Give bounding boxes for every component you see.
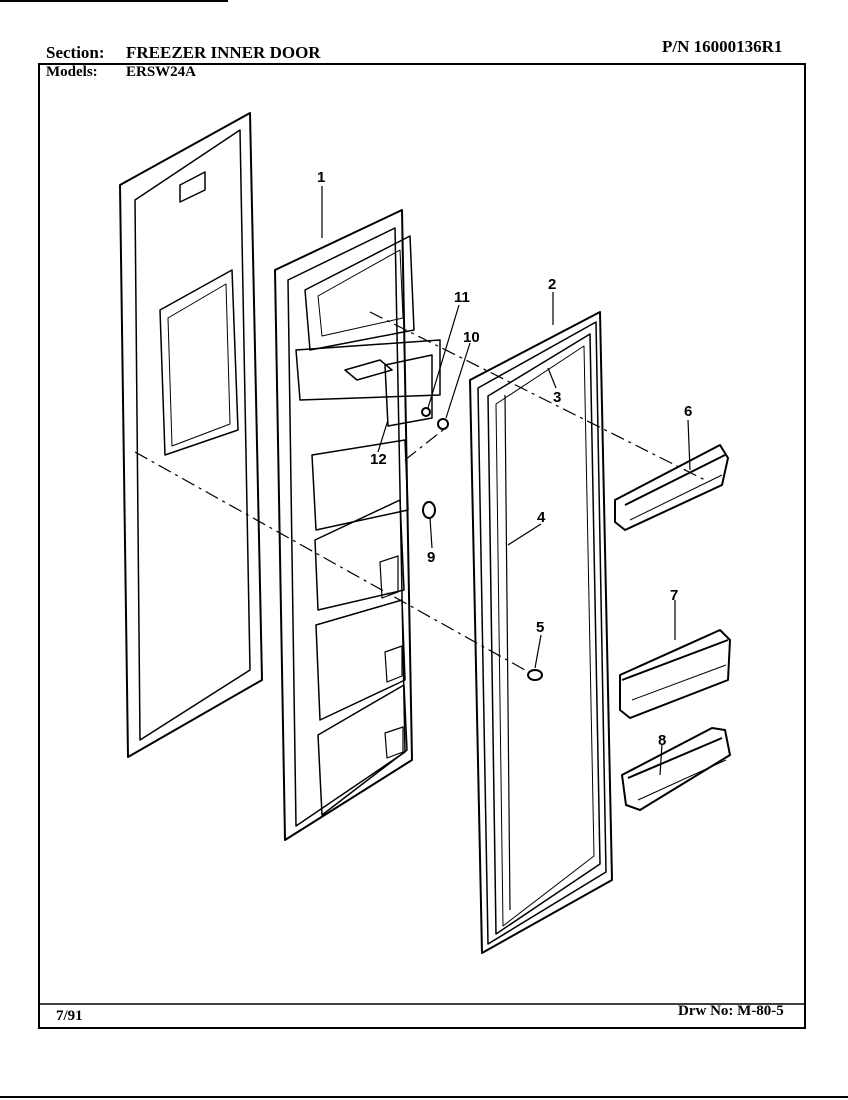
leader-lines: [321, 186, 691, 776]
door-bin-7: [619, 629, 731, 719]
callout-2: 2: [548, 276, 556, 293]
door-bin-8: [621, 727, 731, 811]
section-value: FREEZER INNER DOOR: [126, 43, 321, 62]
callout-5: 5: [536, 619, 544, 636]
alignment-lines: [134, 311, 706, 671]
callout-3: 3: [553, 389, 561, 406]
diagram-frame: [38, 63, 806, 1029]
callout-4: 4: [537, 509, 546, 526]
inner-door-liner: [274, 209, 441, 841]
part-number: P/N 16000136R1: [662, 37, 783, 56]
callout-1: 1: [317, 169, 325, 186]
door-bin-6: [614, 444, 729, 531]
small-parts: [421, 407, 543, 681]
models-label: Models:: [46, 64, 98, 80]
callout-9: 9: [427, 549, 435, 566]
outer-door-panel: [119, 112, 263, 758]
models-value: ERSW24A: [126, 64, 197, 80]
bottom-rule: [0, 1096, 848, 1098]
section-label: Section:: [46, 43, 105, 62]
part-9: [422, 501, 436, 519]
callout-8: 8: [658, 732, 666, 749]
callout-12: 12: [370, 451, 387, 468]
callout-6: 6: [684, 403, 692, 420]
part-5: [527, 669, 543, 681]
callout-11: 11: [454, 289, 470, 306]
top-rule: [0, 0, 228, 2]
door-gasket: [469, 311, 613, 954]
callout-7: 7: [670, 587, 678, 604]
footer-date: 7/91: [56, 1008, 83, 1024]
part-10: [437, 418, 449, 430]
part-11: [421, 407, 431, 417]
footer-drawing-number: Drw No: M-80-5: [678, 1003, 784, 1019]
callout-10: 10: [463, 329, 480, 346]
